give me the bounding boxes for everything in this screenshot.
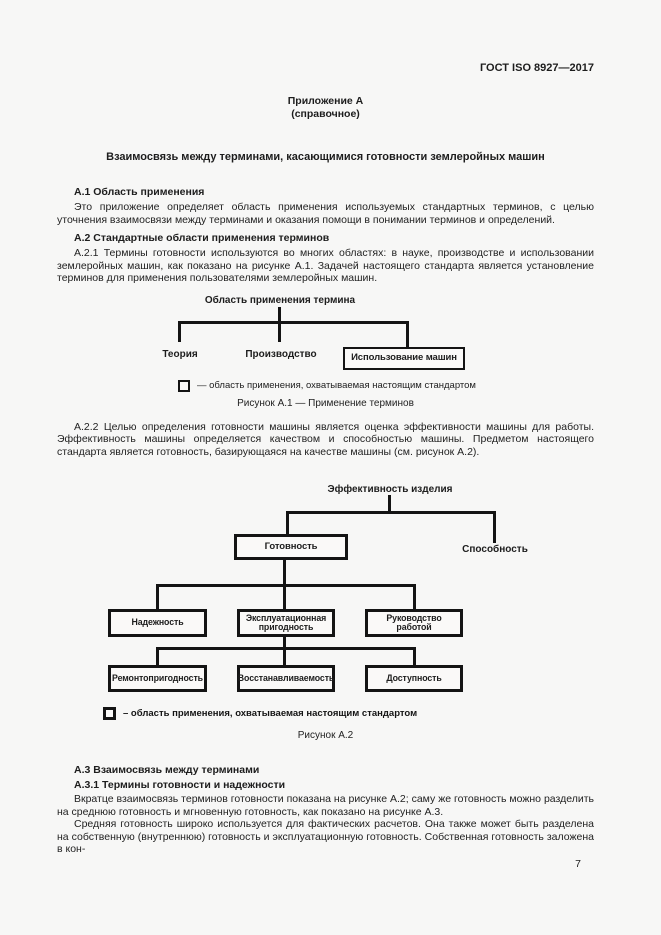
connector-line: [406, 320, 409, 348]
connector-line: [178, 320, 409, 324]
fig-a2-box-accessibility: Доступность: [365, 665, 463, 692]
appendix-subtitle: (справочное): [291, 108, 360, 120]
legend-square-icon: [178, 379, 190, 392]
paragraph-a31-1: Вкратце взаимосвязь терминов готовности …: [57, 793, 594, 818]
connector-line: [283, 560, 286, 586]
connector-line: [278, 306, 281, 322]
connector-line: [156, 584, 416, 587]
figure-a2-caption: Рисунок А.2: [297, 730, 354, 741]
fig-a1-node-theory: Теория: [162, 348, 198, 360]
section-heading-a2: А.2 Стандартные области применения терми…: [74, 232, 330, 244]
fig-a2-box-reliability: Надежность: [108, 609, 207, 637]
standard-number: ГОСТ ISO 8927—2017: [479, 62, 594, 74]
connector-line: [388, 495, 391, 511]
fig-a2-legend-text: – область применения, охватываемая насто…: [123, 708, 418, 719]
connector-line: [286, 511, 289, 536]
connector-line: [493, 511, 496, 543]
connector-line: [156, 647, 416, 650]
section-heading-a31: А.3.1 Термины готовности и надежности: [74, 779, 286, 791]
figure-a1-diagram: Область применения термина Теория Произв…: [57, 292, 594, 413]
connector-line: [283, 647, 286, 665]
fig-a2-box-repairability: Ремонтопригодность: [108, 665, 207, 692]
paragraph-a31-2: Средняя готовность широко используется д…: [57, 818, 594, 855]
connector-line: [283, 637, 286, 649]
connector-line: [156, 584, 159, 609]
figure-a1-caption: Рисунок А.1 — Применение терминов: [237, 397, 414, 409]
appendix-label: Приложение А: [287, 95, 364, 107]
paragraph-a21: А.2.1 Термины готовности используются во…: [57, 247, 594, 284]
fig-a1-root-label: Область применения термина: [204, 294, 356, 306]
document-title: Взаимосвязь между терминами, касающимися…: [106, 151, 545, 163]
fig-a1-node-production: Производство: [245, 348, 317, 360]
page-content: ГОСТ ISO 8927—2017 Приложение А (справоч…: [0, 62, 661, 870]
connector-line: [178, 320, 181, 342]
fig-a1-legend-text: — область применения, охватываемая насто…: [197, 380, 476, 391]
connector-line: [413, 584, 416, 609]
fig-a2-root-label: Эффективность изделия: [327, 484, 453, 495]
paragraph-a1: Это приложение определяет область примен…: [57, 201, 594, 226]
fig-a2-node-capability: Способность: [462, 544, 528, 555]
connector-line: [156, 647, 159, 665]
fig-a1-box-machine-use: Использование машин: [343, 346, 465, 370]
connector-line: [278, 320, 281, 342]
fig-a2-box-recoverability: Восстанавливаемость: [237, 665, 335, 692]
section-heading-a3: А.3 Взаимосвязь между терминами: [74, 764, 260, 776]
fig-a2-legend: – область применения, охватываемая насто…: [103, 707, 417, 720]
paragraph-a22: А.2.2 Целью определения готовности машин…: [57, 420, 594, 458]
legend-square-icon: [103, 707, 116, 720]
connector-line: [286, 511, 496, 514]
connector-line: [283, 584, 286, 609]
fig-a2-box-management: Руководство работой: [365, 609, 463, 637]
fig-a2-box-maintainability: Эксплуатационная пригодность: [237, 609, 335, 637]
fig-a1-legend: — область применения, охватываемая насто…: [178, 379, 476, 392]
section-heading-a1: А.1 Область применения: [74, 186, 205, 198]
figure-a2-diagram: Эффективность изделия Готовность Способн…: [57, 482, 594, 745]
page-number: 7: [575, 857, 581, 870]
fig-a2-box-availability: Готовность: [234, 534, 348, 560]
connector-line: [413, 647, 416, 665]
